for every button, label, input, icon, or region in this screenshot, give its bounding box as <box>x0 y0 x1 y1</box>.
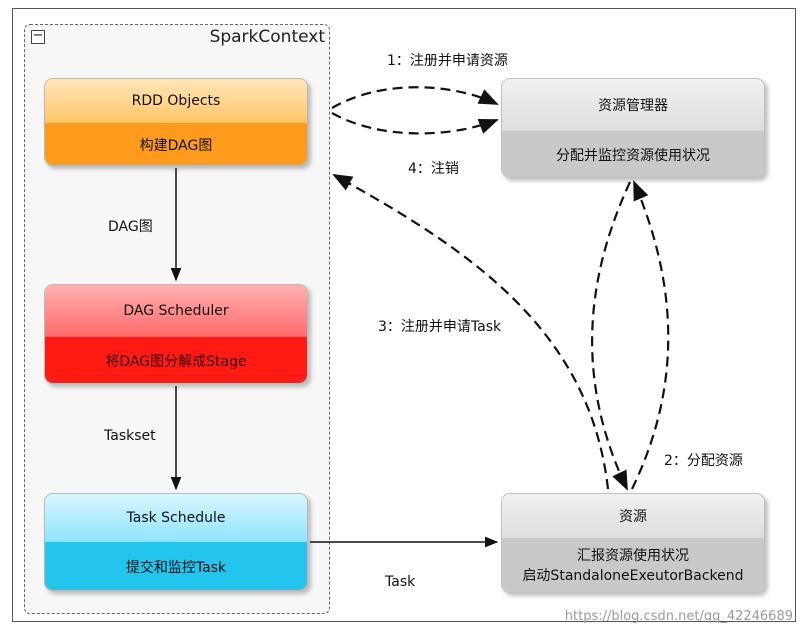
watermark: https://blog.csdn.net/qq_42246689 <box>564 609 793 624</box>
task-schedule-title: Task Schedule <box>45 494 307 542</box>
resource-manager-title: 资源管理器 <box>502 79 764 131</box>
arrow-register-resource <box>331 86 499 109</box>
label-dag-graph: DAG图 <box>108 219 153 235</box>
label-register-resource: 1：注册并申请资源 <box>387 53 508 69</box>
dag-scheduler-subtitle: 将DAG图分解成Stage <box>45 337 307 383</box>
label-register-task: 3：注册并申请Task <box>378 319 502 335</box>
resource-manager-subtitle: 分配并监控资源使用状况 <box>502 131 764 177</box>
resource-node[interactable]: 资源 汇报资源使用状况 启动StandaloneExeutorBackend <box>501 493 765 593</box>
arrow-allocate-down <box>591 181 631 491</box>
rdd-objects-node[interactable]: RDD Objects 构建DAG图 <box>44 78 308 166</box>
resource-manager-node[interactable]: 资源管理器 分配并监控资源使用状况 <box>501 78 765 178</box>
diagram-frame <box>12 8 796 622</box>
collapse-icon[interactable]: − <box>31 28 45 44</box>
dag-scheduler-title: DAG Scheduler <box>45 285 307 337</box>
label-cancel: 4：注销 <box>408 161 459 177</box>
arrow-cancel <box>331 112 499 135</box>
resource-subtitle: 汇报资源使用状况 启动StandaloneExeutorBackend <box>502 538 764 592</box>
rdd-objects-subtitle: 构建DAG图 <box>45 123 307 165</box>
task-schedule-node[interactable]: Task Schedule 提交和监控Task <box>44 493 308 591</box>
resource-subtitle-line1: 汇报资源使用状况 <box>577 548 689 564</box>
resource-subtitle-line2: 启动StandaloneExeutorBackend <box>522 568 744 584</box>
arrow-allocate-up <box>631 180 670 490</box>
resource-title: 资源 <box>502 494 764 538</box>
sparkcontext-title: SparkContext <box>209 27 325 47</box>
dag-scheduler-node[interactable]: DAG Scheduler 将DAG图分解成Stage <box>44 284 308 384</box>
label-allocate: 2：分配资源 <box>664 453 743 469</box>
task-schedule-subtitle: 提交和监控Task <box>45 542 307 590</box>
label-taskset: Taskset <box>104 428 156 444</box>
rdd-objects-title: RDD Objects <box>45 79 307 123</box>
arrow-register-task <box>332 174 610 490</box>
label-task: Task <box>385 574 416 590</box>
